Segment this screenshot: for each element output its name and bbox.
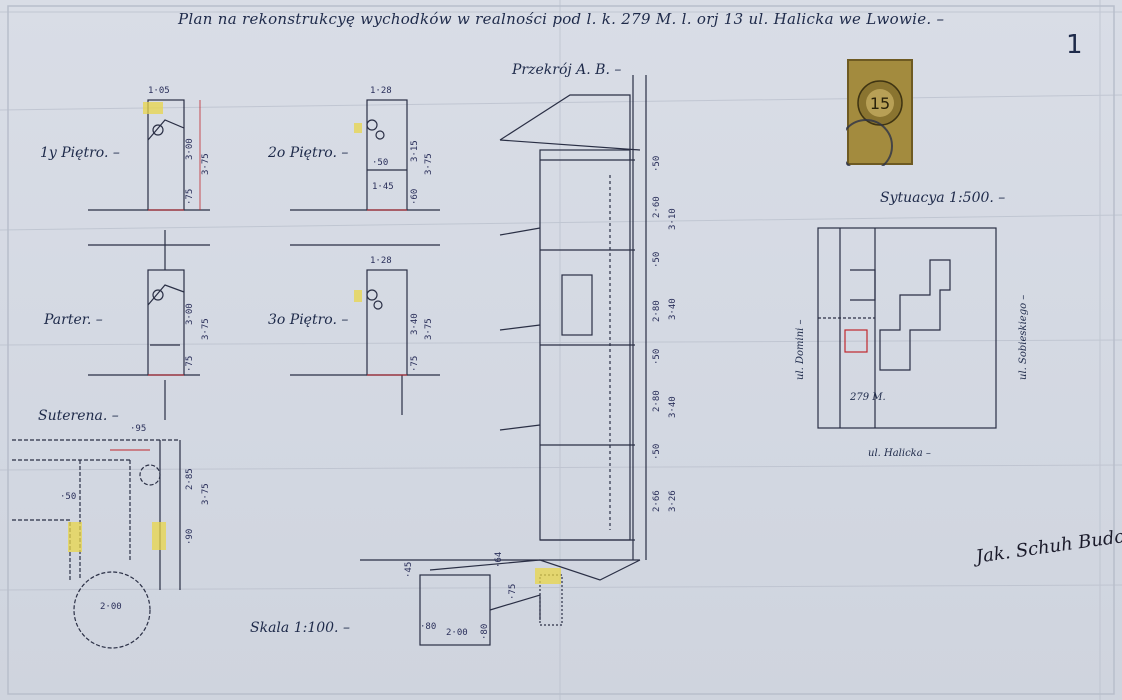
dim: 3·75 — [424, 318, 434, 340]
drawing-title: Plan na rekonstrukcyę wychodków w realno… — [178, 10, 945, 28]
dim: ·75 — [508, 583, 518, 600]
dim: 1·45 — [372, 182, 394, 192]
dim: 3·10 — [668, 208, 678, 230]
dim: 3·40 — [668, 298, 678, 320]
dim: 3·75 — [201, 318, 211, 340]
dim: ·80 — [480, 623, 490, 640]
dim: 2·60 — [652, 196, 662, 218]
dim: 2·80 — [652, 300, 662, 322]
section-label: Przekrój A. B. – — [512, 62, 622, 78]
dim: 3·75 — [201, 153, 211, 175]
stamp-value: 15 — [870, 94, 890, 113]
dim: 3·15 — [410, 140, 420, 162]
dim: 3·00 — [185, 138, 195, 160]
revenue-stamp: 15 — [839, 58, 914, 173]
floor-label-1: 1y Piętro. – — [40, 145, 120, 161]
dim: 2·80 — [652, 390, 662, 412]
dim: ·80 — [420, 622, 437, 632]
dim: ·50 — [652, 348, 662, 365]
floor-plan-3 — [290, 269, 440, 415]
dim: ·75 — [185, 188, 195, 205]
dim: 1·05 — [148, 86, 170, 96]
dim: 3·40 — [410, 313, 420, 335]
yellow-wash — [68, 102, 561, 584]
dim: ·50 — [652, 155, 662, 172]
floor-label-3: 3o Piętro. – — [268, 312, 349, 328]
dim: 3·26 — [668, 490, 678, 512]
street-label: ul. Halicka – — [868, 448, 931, 459]
floor-label-2: 2o Piętro. – — [268, 145, 349, 161]
dim: ·45 — [404, 561, 414, 578]
dim: ·50 — [372, 158, 389, 168]
dim: 3·40 — [668, 396, 678, 418]
floor-plan-2 — [290, 99, 440, 246]
dim: ·50 — [652, 251, 662, 268]
dim: 2·00 — [446, 628, 468, 638]
dim: 3·75 — [201, 483, 211, 505]
street-label: ul. Sobieskiego – — [1018, 294, 1029, 380]
dim: ·75 — [185, 355, 195, 372]
dim: 1·28 — [370, 256, 392, 266]
floor-plan-1 — [88, 99, 210, 246]
dim: ·90 — [185, 528, 195, 545]
parcel-number: 279 M. — [850, 392, 886, 403]
street-label: ul. Domini – — [795, 319, 806, 380]
dim: ·60 — [410, 188, 420, 205]
floor-label-suterena: Suterena. – — [38, 408, 119, 424]
floor-plan-parter — [88, 230, 200, 420]
floor-plan-suterena — [12, 439, 181, 649]
dim: 2·85 — [185, 468, 195, 490]
dim: 1·28 — [370, 86, 392, 96]
dim: 2·00 — [100, 602, 122, 612]
page-number: 1 — [1066, 30, 1083, 60]
scale-label: Skala 1:100. – — [250, 620, 350, 636]
section-drawing — [360, 75, 647, 646]
floor-label-parter: Parter. – — [44, 312, 103, 328]
dim: ·50 — [60, 492, 77, 502]
dim: ·50 — [652, 443, 662, 460]
dim: ·75 — [410, 355, 420, 372]
site-plan — [817, 227, 997, 429]
red-marks — [110, 209, 407, 451]
dim: 3·75 — [424, 153, 434, 175]
dim: ·95 — [130, 424, 147, 434]
dim: 3·00 — [185, 303, 195, 325]
site-plan-label: Sytuacya 1:500. – — [880, 190, 1006, 206]
dim: ·64 — [494, 551, 504, 568]
dim: 2·66 — [652, 490, 662, 512]
